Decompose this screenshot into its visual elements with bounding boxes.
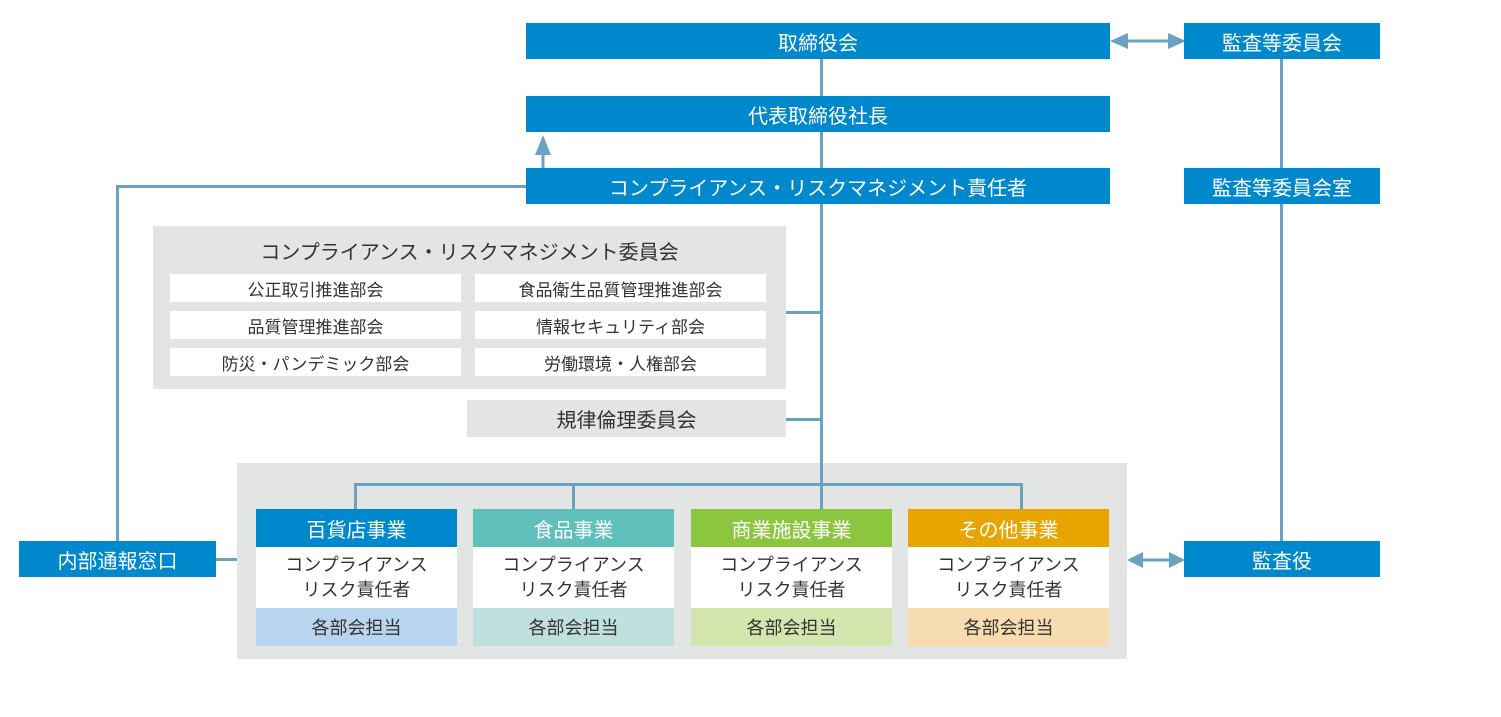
- business-unit-staff: 各部会担当: [473, 608, 674, 646]
- audit-committee-office-label: 監査等委員会室: [1212, 175, 1352, 200]
- business-unit: 食品事業 コンプライアンス リスク責任者 各部会担当: [473, 509, 674, 646]
- business-unit-officer: コンプライアンス リスク責任者: [473, 547, 674, 608]
- business-unit-header: 食品事業: [473, 509, 674, 547]
- officer-line-2: リスク責任者: [737, 579, 846, 601]
- officer-line-2: リスク責任者: [302, 579, 411, 601]
- business-unit-name: 食品事業: [533, 517, 614, 542]
- officer-line-2: リスク責任者: [519, 579, 628, 601]
- business-unit-name: 商業施設事業: [731, 517, 852, 542]
- business-unit-staff: 各部会担当: [256, 608, 457, 646]
- connector-audit-trunk: [1280, 59, 1283, 541]
- business-panel: 百貨店事業 コンプライアンス リスク責任者 各部会担当 食品事業 コンプライアン…: [237, 463, 1127, 659]
- cr-officer-box: コンプライアンス・リスクマネジメント責任者: [526, 168, 1110, 204]
- business-unit: 商業施設事業 コンプライアンス リスク責任者 各部会担当: [691, 509, 892, 646]
- officer-line-2: リスク責任者: [954, 579, 1063, 601]
- audit-committee-box: 監査等委員会: [1184, 23, 1380, 59]
- business-unit-header: その他事業: [908, 509, 1109, 547]
- board-label: 取締役会: [778, 30, 858, 55]
- double-arrow-panel-auditor-icon: [1127, 552, 1185, 568]
- board-of-directors-box: 取締役会: [526, 23, 1110, 59]
- business-branch-drop: [572, 483, 575, 509]
- business-unit-officer: コンプライアンス リスク責任者: [908, 547, 1109, 608]
- business-unit: 百貨店事業 コンプライアンス リスク責任者 各部会担当: [256, 509, 457, 646]
- cr-committee-title: コンプライアンス・リスクマネジメント委員会: [260, 240, 679, 264]
- business-unit-officer: コンプライアンス リスク責任者: [691, 547, 892, 608]
- connector-president-to-officer: [820, 132, 823, 169]
- connector-hotline-to-panel: [216, 558, 238, 561]
- connector-hotline-horizontal: [116, 185, 526, 188]
- business-unit: その他事業 コンプライアンス リスク責任者 各部会担当: [908, 509, 1109, 646]
- connector-to-ethics: [786, 418, 822, 421]
- auditor-box: 監査役: [1184, 541, 1380, 577]
- auditor-label: 監査役: [1252, 548, 1312, 573]
- subcommittee-item: 品質管理推進部会: [170, 311, 461, 339]
- president-box: 代表取締役社長: [526, 96, 1110, 132]
- officer-line-1: コンプライアンス: [285, 554, 428, 576]
- connector-main-trunk: [820, 204, 823, 486]
- subcommittee-item: 労働環境・人権部会: [475, 348, 766, 376]
- business-unit-header: 商業施設事業: [691, 509, 892, 547]
- business-unit-officer: コンプライアンス リスク責任者: [256, 547, 457, 608]
- president-label: 代表取締役社長: [748, 103, 888, 128]
- subcommittee-item: 情報セキュリティ部会: [475, 311, 766, 339]
- business-branch-drop: [1020, 483, 1023, 509]
- connector-to-committee: [786, 311, 822, 314]
- business-branch-drop: [354, 483, 357, 509]
- ethics-committee-box: 規律倫理委員会: [467, 400, 786, 437]
- business-unit-name: 百貨店事業: [306, 517, 407, 542]
- staff-label: 各部会担当: [963, 618, 1054, 639]
- staff-label: 各部会担当: [311, 618, 402, 639]
- cr-committee-panel: コンプライアンス・リスクマネジメント委員会 公正取引推進部会 食品衛生品質管理推…: [153, 226, 786, 389]
- officer-line-1: コンプライアンス: [502, 554, 645, 576]
- business-unit-staff: 各部会担当: [908, 608, 1109, 646]
- connector-trunk-into-panel: [820, 463, 823, 486]
- cr-officer-label: コンプライアンス・リスクマネジメント責任者: [608, 175, 1028, 200]
- double-arrow-board-audit-icon: [1110, 33, 1186, 49]
- business-unit-staff: 各部会担当: [691, 608, 892, 646]
- ethics-committee-label: 規律倫理委員会: [556, 408, 697, 432]
- subcommittee-item: 公正取引推進部会: [170, 274, 461, 302]
- audit-committee-label: 監査等委員会: [1222, 30, 1342, 55]
- staff-label: 各部会担当: [746, 618, 837, 639]
- hotline-label: 内部通報窓口: [57, 548, 178, 573]
- business-unit-header: 百貨店事業: [256, 509, 457, 547]
- subcommittee-item: 防災・パンデミック部会: [170, 348, 461, 376]
- officer-line-1: コンプライアンス: [720, 554, 863, 576]
- connector-board-to-president: [820, 59, 823, 97]
- officer-line-1: コンプライアンス: [937, 554, 1080, 576]
- subcommittee-item: 食品衛生品質管理推進部会: [475, 274, 766, 302]
- business-branch-horizontal: [354, 483, 1023, 486]
- staff-label: 各部会担当: [528, 618, 619, 639]
- hotline-box: 内部通報窓口: [19, 541, 216, 577]
- audit-committee-office-box: 監査等委員会室: [1184, 168, 1380, 204]
- business-branch-drop: [820, 463, 823, 509]
- connector-hotline-vertical: [116, 185, 119, 541]
- business-unit-name: その他事業: [958, 517, 1059, 542]
